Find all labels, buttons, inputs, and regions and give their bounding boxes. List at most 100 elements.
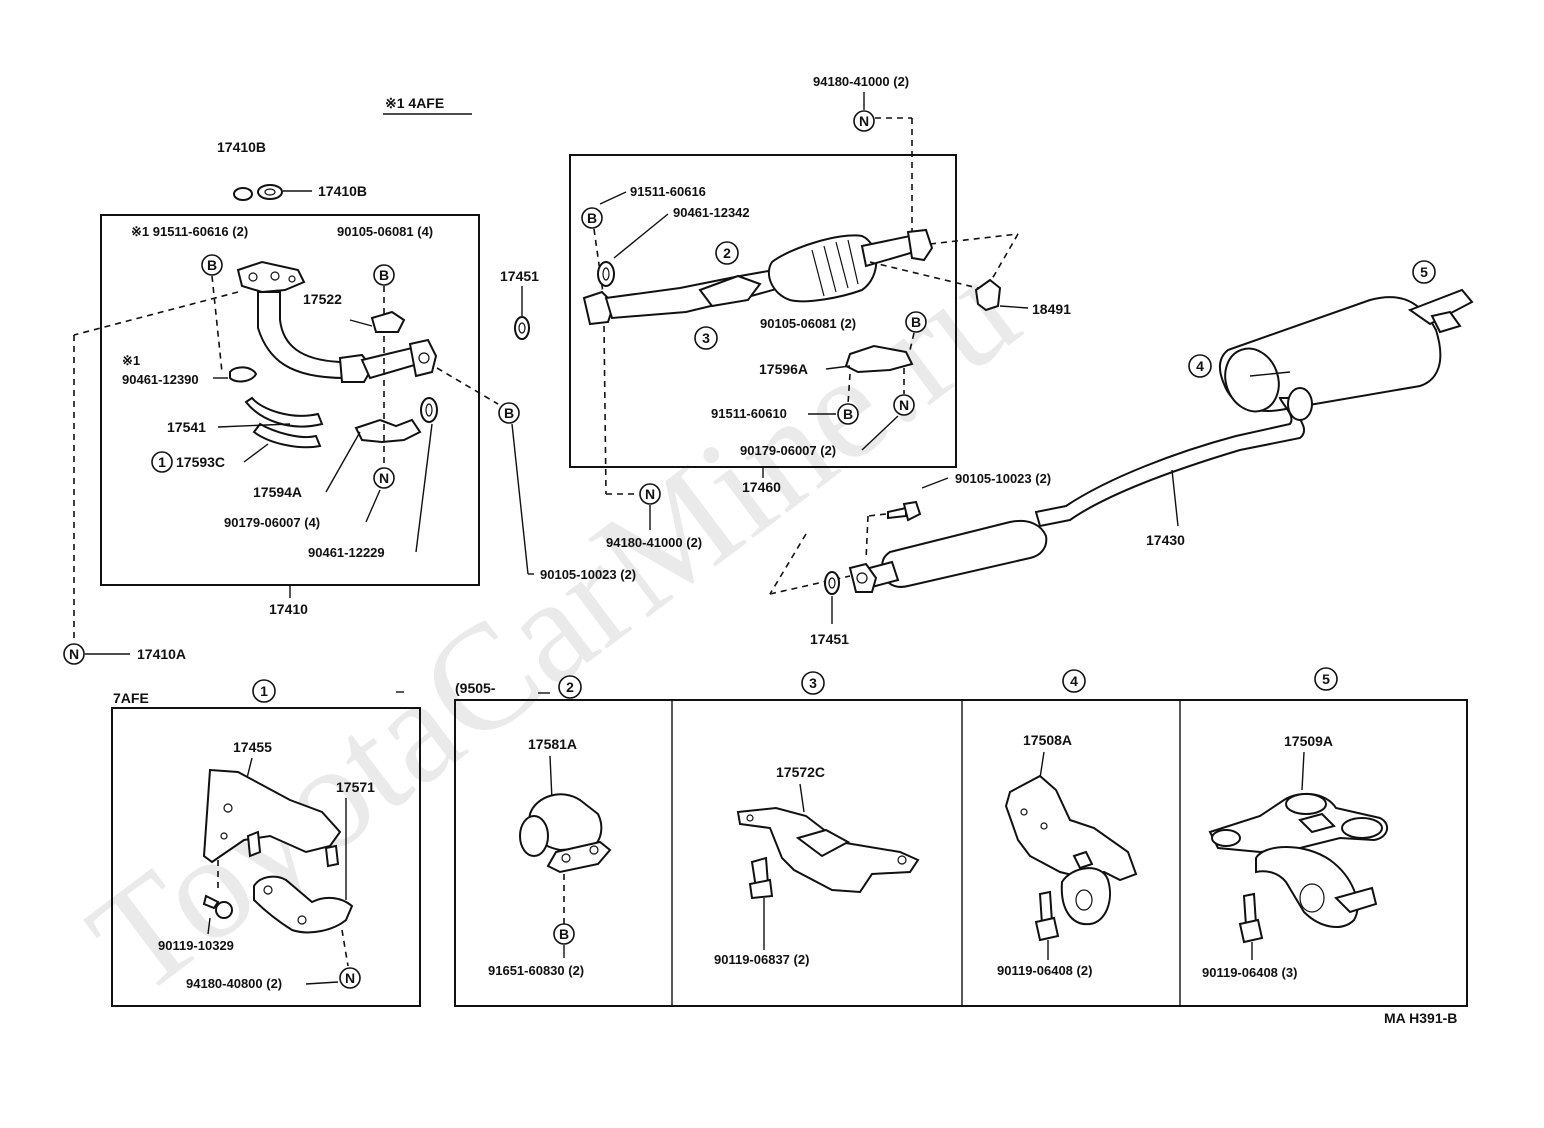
panel-4-part-17508A: 17508A <box>1023 732 1072 748</box>
label-91511-60616-2: ※1 91511-60616 (2) <box>131 224 248 239</box>
catalytic-rear-flange <box>906 228 934 262</box>
nut-marker: N <box>639 483 661 505</box>
sub-muffler-flange <box>848 562 878 593</box>
svg-text:B: B <box>587 210 597 226</box>
label-90105-06081-2: 90105-06081 (2) <box>760 316 856 331</box>
nut-marker: N <box>373 467 395 489</box>
panel-1-part-94180-40800: 94180-40800 (2) <box>186 976 282 991</box>
engine-note: ※1 4AFE <box>385 95 444 111</box>
callout-5: 5 <box>1412 260 1436 284</box>
bolt-marker: B <box>201 254 223 276</box>
gasket-17451-bottom <box>824 571 840 595</box>
bracket-17596A <box>844 344 914 374</box>
heat-insulator-17522 <box>370 310 406 333</box>
label-91511-60610: 91511-60610 <box>711 406 787 421</box>
bolt-marker: B <box>837 403 859 425</box>
label-90461-12390: 90461-12390 <box>122 372 199 387</box>
svg-text:N: N <box>69 646 79 662</box>
nut-marker-17410A: N <box>63 643 85 665</box>
diagram-code: MA H391-B <box>1384 1010 1457 1026</box>
svg-text:N: N <box>859 113 869 129</box>
label-asterisk-1: ※1 <box>122 353 140 368</box>
panel-2-part-17581A: 17581A <box>528 736 577 752</box>
panel-1-engine: 7AFE <box>113 690 149 706</box>
callout-4: 4 <box>1188 354 1212 378</box>
detail-panels-outer <box>454 699 1468 1007</box>
tail-pipe-outlet <box>1407 288 1474 326</box>
panel-4-number: 4 <box>1062 669 1086 693</box>
gasket-17451-top <box>514 316 530 340</box>
callout-1: 1 <box>151 451 173 473</box>
svg-text:B: B <box>559 926 569 942</box>
callout-2: 2 <box>715 241 739 265</box>
label-17451-bottom: 17451 <box>810 631 849 647</box>
svg-text:3: 3 <box>809 675 817 691</box>
panel-1-part-17571: 17571 <box>336 779 375 795</box>
label-94180-41000-bottom: 94180-41000 (2) <box>606 535 702 550</box>
nut-marker: N <box>339 967 361 989</box>
label-90179-06007-2: 90179-06007 (2) <box>740 443 836 458</box>
svg-text:3: 3 <box>702 330 710 346</box>
svg-text:1: 1 <box>158 454 166 470</box>
label-90105-10023-left: 90105-10023 (2) <box>540 567 636 582</box>
bolt-marker: B <box>498 402 520 424</box>
panel-4-part-90119-06408: 90119-06408 (2) <box>997 963 1092 978</box>
nut-marker: N <box>893 394 915 416</box>
label-17451-top: 17451 <box>500 268 539 284</box>
panel-5-part-90119-06408: 90119-06408 (3) <box>1202 965 1297 980</box>
catalytic-front-pipe <box>604 268 782 320</box>
label-90179-06007-4: 90179-06007 (4) <box>224 515 320 530</box>
detail-panel-1 <box>111 707 421 1007</box>
label-17460: 17460 <box>742 479 781 495</box>
muffler-hanger <box>1430 310 1462 334</box>
label-90105-10023-right: 90105-10023 (2) <box>955 471 1051 486</box>
label-17410: 17410 <box>269 601 308 617</box>
svg-text:N: N <box>645 486 655 502</box>
label-17430: 17430 <box>1146 532 1185 548</box>
panel-2-number: 2 <box>558 675 582 699</box>
label-17410A: 17410A <box>137 646 186 662</box>
label-94180-41000-top: 94180-41000 (2) <box>813 74 909 89</box>
svg-text:N: N <box>899 397 909 413</box>
label-91511-60616: 91511-60616 <box>630 184 706 199</box>
svg-text:4: 4 <box>1196 358 1204 374</box>
main-muffler-end <box>1224 347 1280 413</box>
gasket-17410B-b-hole <box>264 188 276 196</box>
bracket-17571 <box>253 875 354 934</box>
bolt-marker: B <box>905 311 927 333</box>
svg-text:4: 4 <box>1070 673 1078 689</box>
panel-2-part-91651-60830: 91651-60830 (2) <box>488 963 584 978</box>
svg-text:5: 5 <box>1420 264 1428 280</box>
panel-5-number: 5 <box>1314 667 1338 691</box>
label-17410B-top: 17410B <box>217 139 266 155</box>
spring-18491 <box>974 278 1002 312</box>
label-17593C: 17593C <box>176 454 225 470</box>
stay-17541 <box>244 396 324 428</box>
panel-1-part-90119-10329: 90119-10329 <box>158 938 234 953</box>
gasket-90461-12342 <box>597 261 615 287</box>
catalytic-converter <box>767 234 878 303</box>
panel-5-part-17509A: 17509A <box>1284 733 1333 749</box>
bolt-90119-10329 <box>202 894 220 910</box>
label-18491: 18491 <box>1032 301 1071 317</box>
insulator-17508A <box>1004 774 1138 882</box>
svg-text:1: 1 <box>260 683 268 699</box>
svg-text:N: N <box>379 470 389 486</box>
panel-3-number: 3 <box>801 671 825 695</box>
svg-text:B: B <box>379 267 389 283</box>
catalytic-heat-shield <box>698 274 762 308</box>
svg-text:5: 5 <box>1322 671 1330 687</box>
front-pipe-outlet <box>360 346 420 380</box>
panel-3-part-17572C: 17572C <box>776 764 825 780</box>
label-90461-12229: 90461-12229 <box>308 545 385 560</box>
support-17594A <box>354 418 422 444</box>
nut-marker: N <box>853 110 875 132</box>
label-90461-12342: 90461-12342 <box>673 205 750 220</box>
bolt-marker: B <box>581 207 603 229</box>
gasket-90461-12229 <box>420 397 438 423</box>
label-90105-06081-4: 90105-06081 (4) <box>337 224 433 239</box>
front-pipe-outlet-flange <box>408 338 438 378</box>
label-17541: 17541 <box>167 419 206 435</box>
bolt-marker: B <box>553 923 575 945</box>
